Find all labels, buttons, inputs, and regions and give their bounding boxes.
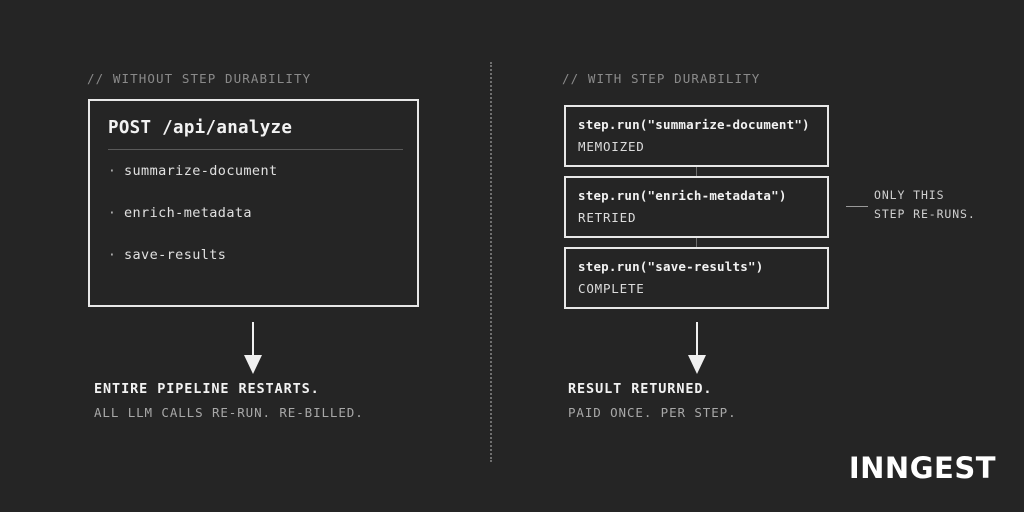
step-box-save-results: step.run("save-results") COMPLETE (564, 247, 829, 309)
list-item-label: summarize-document (124, 163, 278, 179)
right-column-header: // WITH STEP DURABILITY (562, 71, 761, 86)
status-badge: RETRIED (578, 210, 637, 225)
status-badge: MEMOIZED (578, 139, 645, 154)
panel-title: POST /api/analyze (108, 118, 293, 138)
arrow-head (688, 355, 706, 374)
inngest-logo: INNGEST (848, 451, 996, 485)
step-box-summarize-document: step.run("summarize-document") MEMOIZED (564, 105, 829, 167)
monolithic-request-panel: POST /api/analyze · summarize-document ·… (88, 99, 419, 307)
step-box-enrich-metadata: step.run("enrich-metadata") RETRIED (564, 176, 829, 238)
list-item: · save-results (108, 247, 403, 289)
pipeline-step-list: · summarize-document · enrich-metadata ·… (108, 163, 403, 289)
left-column-header: // WITHOUT STEP DURABILITY (87, 71, 312, 86)
panel-divider-rule (108, 149, 403, 150)
callout-line-2: STEP RE-RUNS. (874, 207, 976, 221)
arrow-shaft (252, 322, 254, 358)
step-connector (696, 238, 697, 247)
outcome-subline: PAID ONCE. PER STEP. (568, 405, 737, 420)
list-item: · summarize-document (108, 163, 403, 205)
vertical-divider (490, 62, 492, 462)
outcome-subline: ALL LLM CALLS RE-RUN. RE-BILLED. (94, 405, 364, 420)
step-call-label: step.run("save-results") (578, 259, 764, 274)
callout-annotation: ONLY THIS STEP RE-RUNS. (874, 186, 976, 224)
bullet-icon: · (108, 206, 117, 221)
list-item: · enrich-metadata (108, 205, 403, 247)
bullet-icon: · (108, 164, 117, 179)
left-outcome-caption: ENTIRE PIPELINE RESTARTS. ALL LLM CALLS … (94, 381, 364, 420)
step-call-label: step.run("enrich-metadata") (578, 188, 787, 203)
callout-line-1: ONLY THIS (874, 188, 945, 202)
down-arrow-icon (241, 322, 265, 374)
bullet-icon: · (108, 248, 117, 263)
list-item-label: enrich-metadata (124, 205, 252, 221)
callout-leader-line (846, 206, 868, 207)
right-outcome-caption: RESULT RETURNED. PAID ONCE. PER STEP. (568, 381, 737, 420)
arrow-shaft (696, 322, 698, 358)
step-connector (696, 167, 697, 176)
outcome-headline: ENTIRE PIPELINE RESTARTS. (94, 381, 320, 397)
outcome-headline: RESULT RETURNED. (568, 381, 713, 397)
status-badge: COMPLETE (578, 281, 645, 296)
down-arrow-icon (685, 322, 709, 374)
step-call-label: step.run("summarize-document") (578, 117, 810, 132)
list-item-label: save-results (124, 247, 227, 263)
arrow-head (244, 355, 262, 374)
